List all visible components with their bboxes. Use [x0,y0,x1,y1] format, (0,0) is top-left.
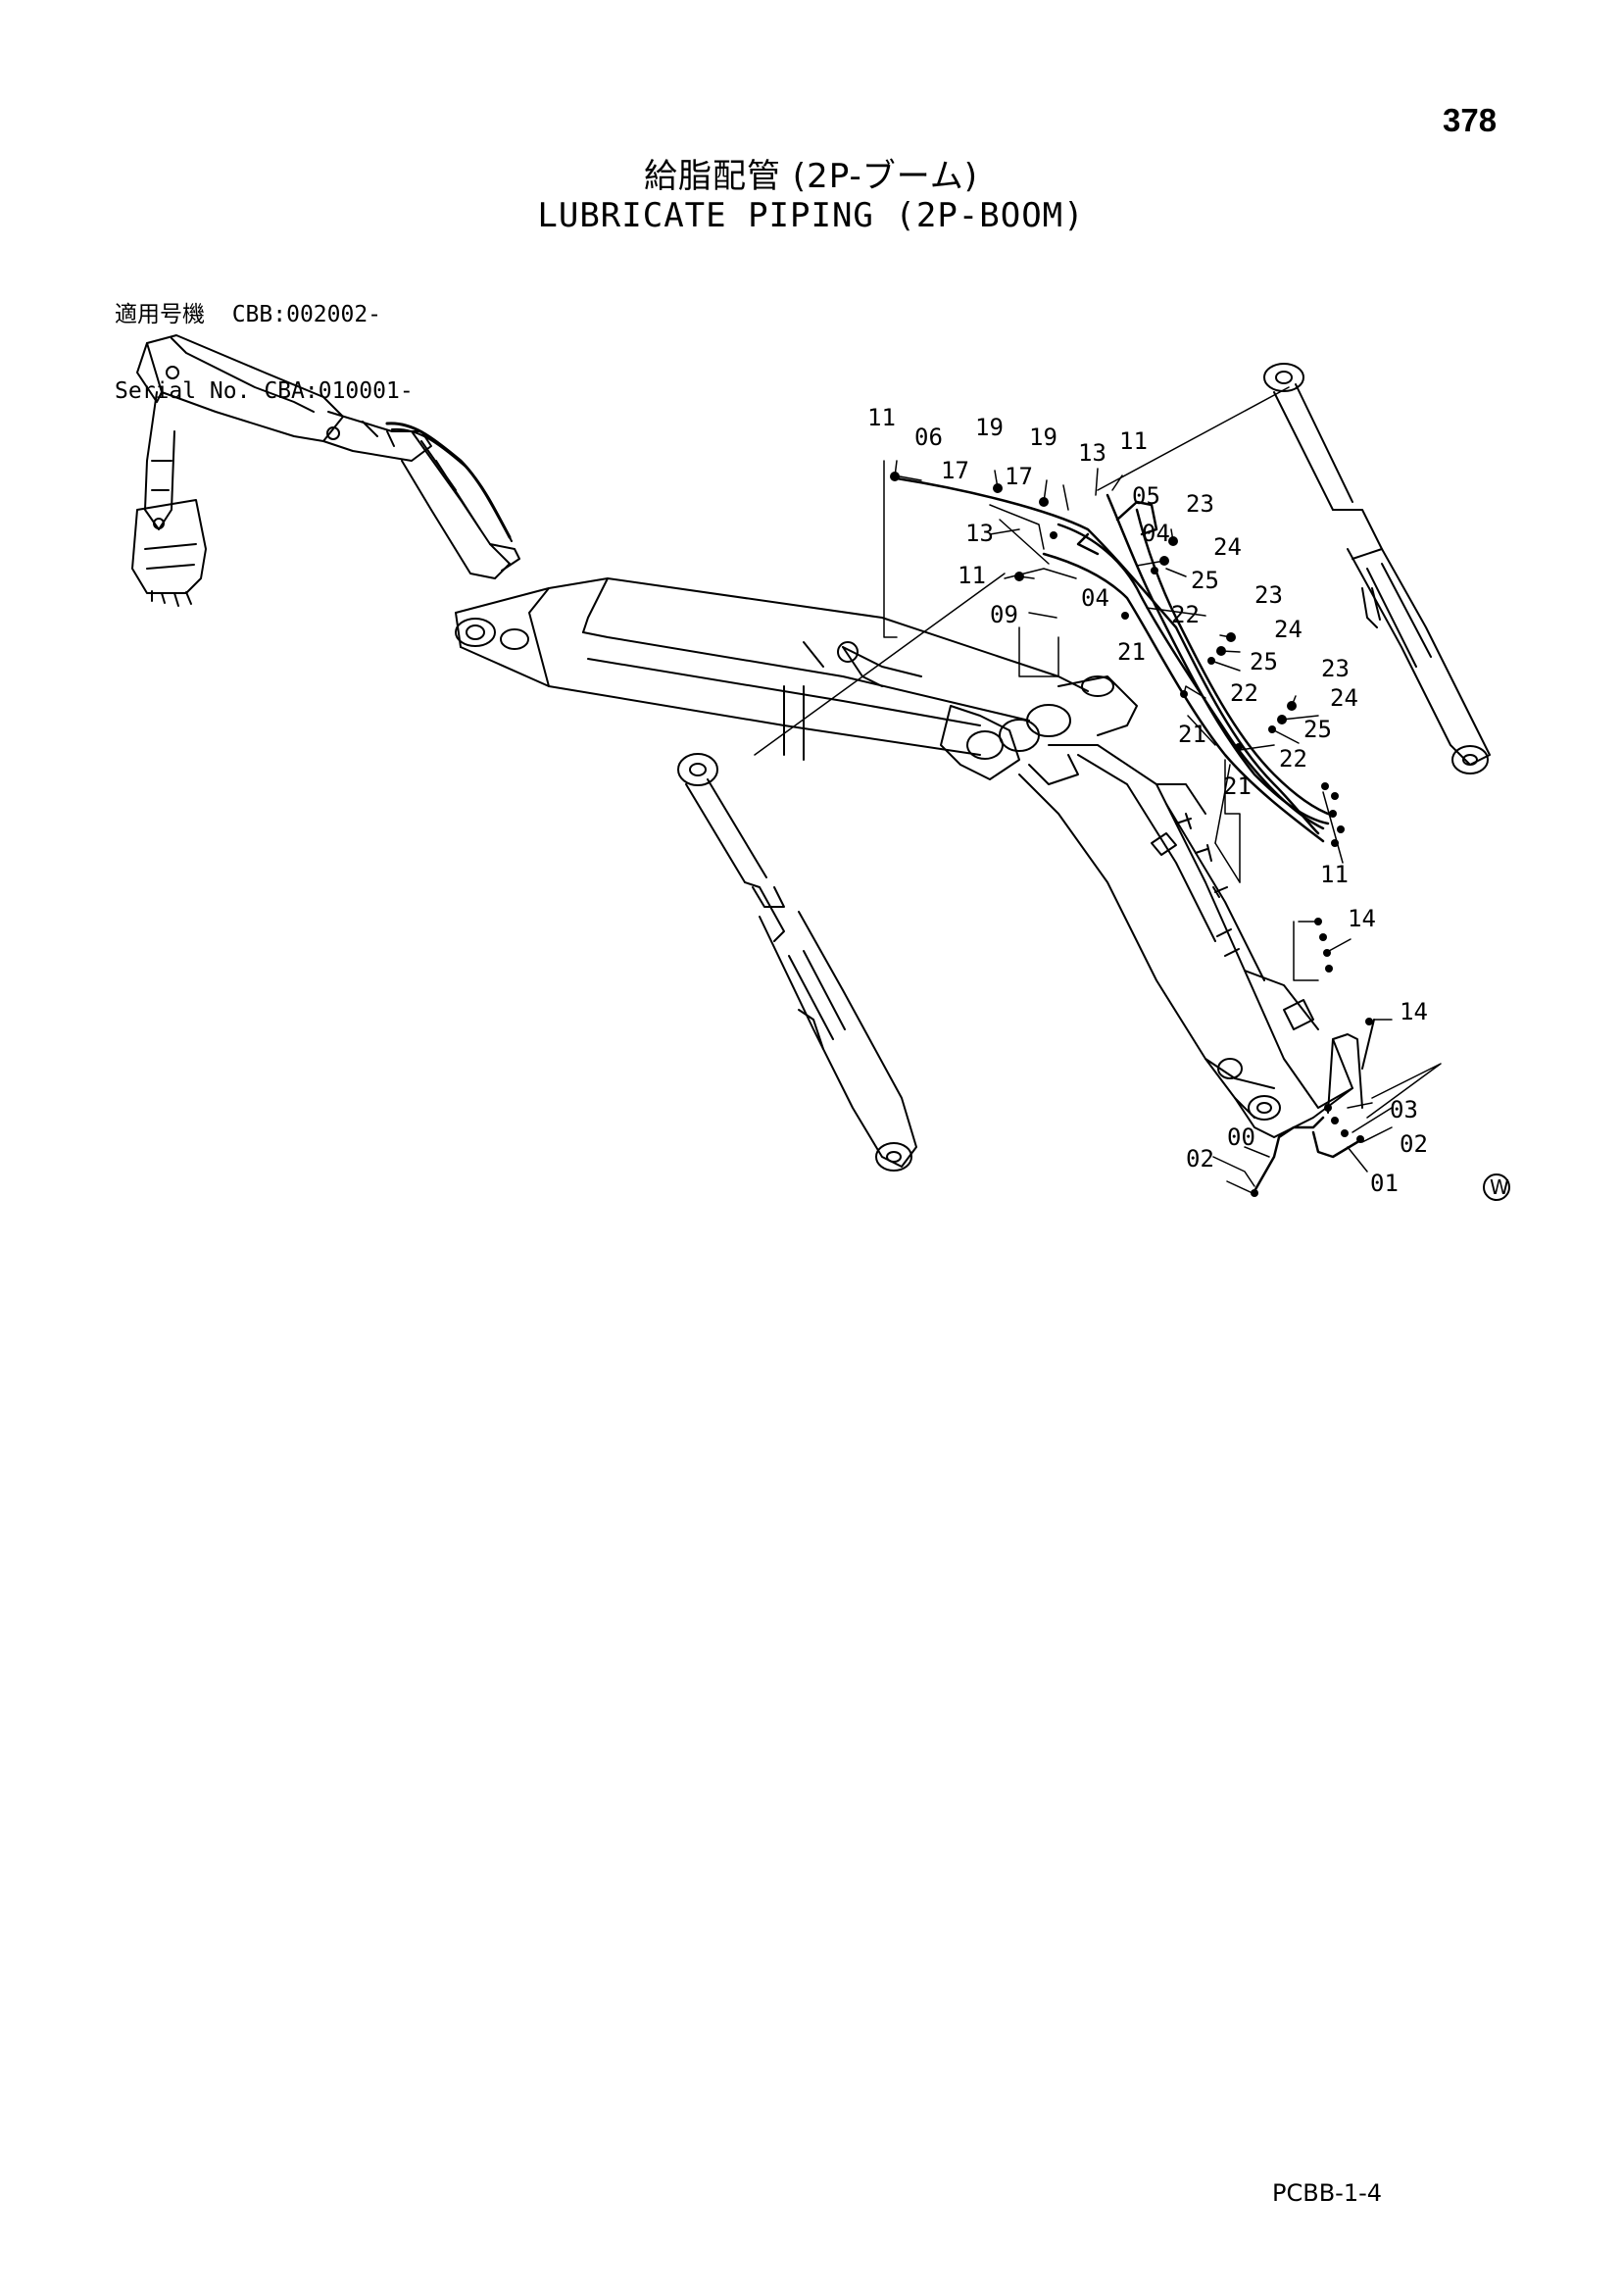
boom-drawing [455,577,1353,1138]
callout-17-b: 17 [1005,463,1033,490]
callout-21-a: 21 [1117,638,1146,666]
callout-23-a: 23 [1186,490,1214,518]
callout-25-a: 25 [1191,567,1219,594]
callout-11-b: 11 [1119,427,1148,455]
callout-22-a: 22 [1171,601,1200,628]
callout-17-a: 17 [941,457,969,484]
right-boom-cylinder-drawing [1263,363,1491,774]
callout-19-b: 19 [1029,424,1057,451]
leader-lines [754,386,1442,1195]
callout-06: 06 [914,424,943,451]
model-row: 適用号機 CBB:002002- [115,302,414,327]
callout-22-b: 22 [1230,679,1258,707]
callout-24-c: 24 [1330,684,1358,712]
callout-09: 09 [990,601,1018,628]
footer-code: PCBB-1-4 [1272,2179,1383,2207]
callout-03: 03 [1390,1096,1418,1123]
model-label: 適用号機 [115,302,205,327]
callout-14-b: 14 [1400,998,1428,1025]
callout-21-b: 21 [1178,721,1206,748]
title-japanese: 給脂配管 (2P-ブーム) [644,157,978,196]
arm-bucket-drawing [131,334,520,607]
callout-22-c: 22 [1279,745,1307,773]
callout-02-b: 02 [1186,1145,1214,1173]
callout-labels: 11 06 19 19 13 11 17 17 05 23 13 04 24 1… [867,404,1509,1199]
callout-19-a: 19 [975,414,1004,441]
left-boom-cylinder-drawing [677,753,917,1172]
title-english: LUBRICATE PIPING (2P-BOOM) [537,196,1085,235]
callout-05: 05 [1132,482,1160,510]
model-value: CBB:002002- [231,302,382,327]
callout-24-b: 24 [1274,616,1303,643]
callout-04-b: 04 [1081,584,1109,612]
callout-11-c: 11 [958,562,986,589]
callout-13-a: 13 [1078,439,1106,467]
callout-13-b: 13 [965,520,994,547]
callout-25-c: 25 [1303,716,1332,743]
w-marker-circle [1483,1173,1510,1201]
callout-24-a: 24 [1213,533,1242,561]
callout-14-a: 14 [1348,905,1376,932]
callout-04-a: 04 [1142,520,1170,547]
page-number: 378 [1443,102,1498,138]
callout-11-a: 11 [867,404,896,431]
callout-23-b: 23 [1254,581,1283,609]
callout-01: 01 [1370,1170,1399,1197]
callout-21-c: 21 [1223,773,1252,800]
lower-lube-pipes [1253,1019,1375,1193]
callout-11-d: 11 [1320,861,1349,888]
w-marker-letter: W [1490,1175,1509,1199]
callout-02-a: 02 [1400,1130,1428,1158]
callout-23-c: 23 [1321,655,1350,682]
callout-25-b: 25 [1250,648,1278,675]
callout-00: 00 [1227,1123,1255,1151]
